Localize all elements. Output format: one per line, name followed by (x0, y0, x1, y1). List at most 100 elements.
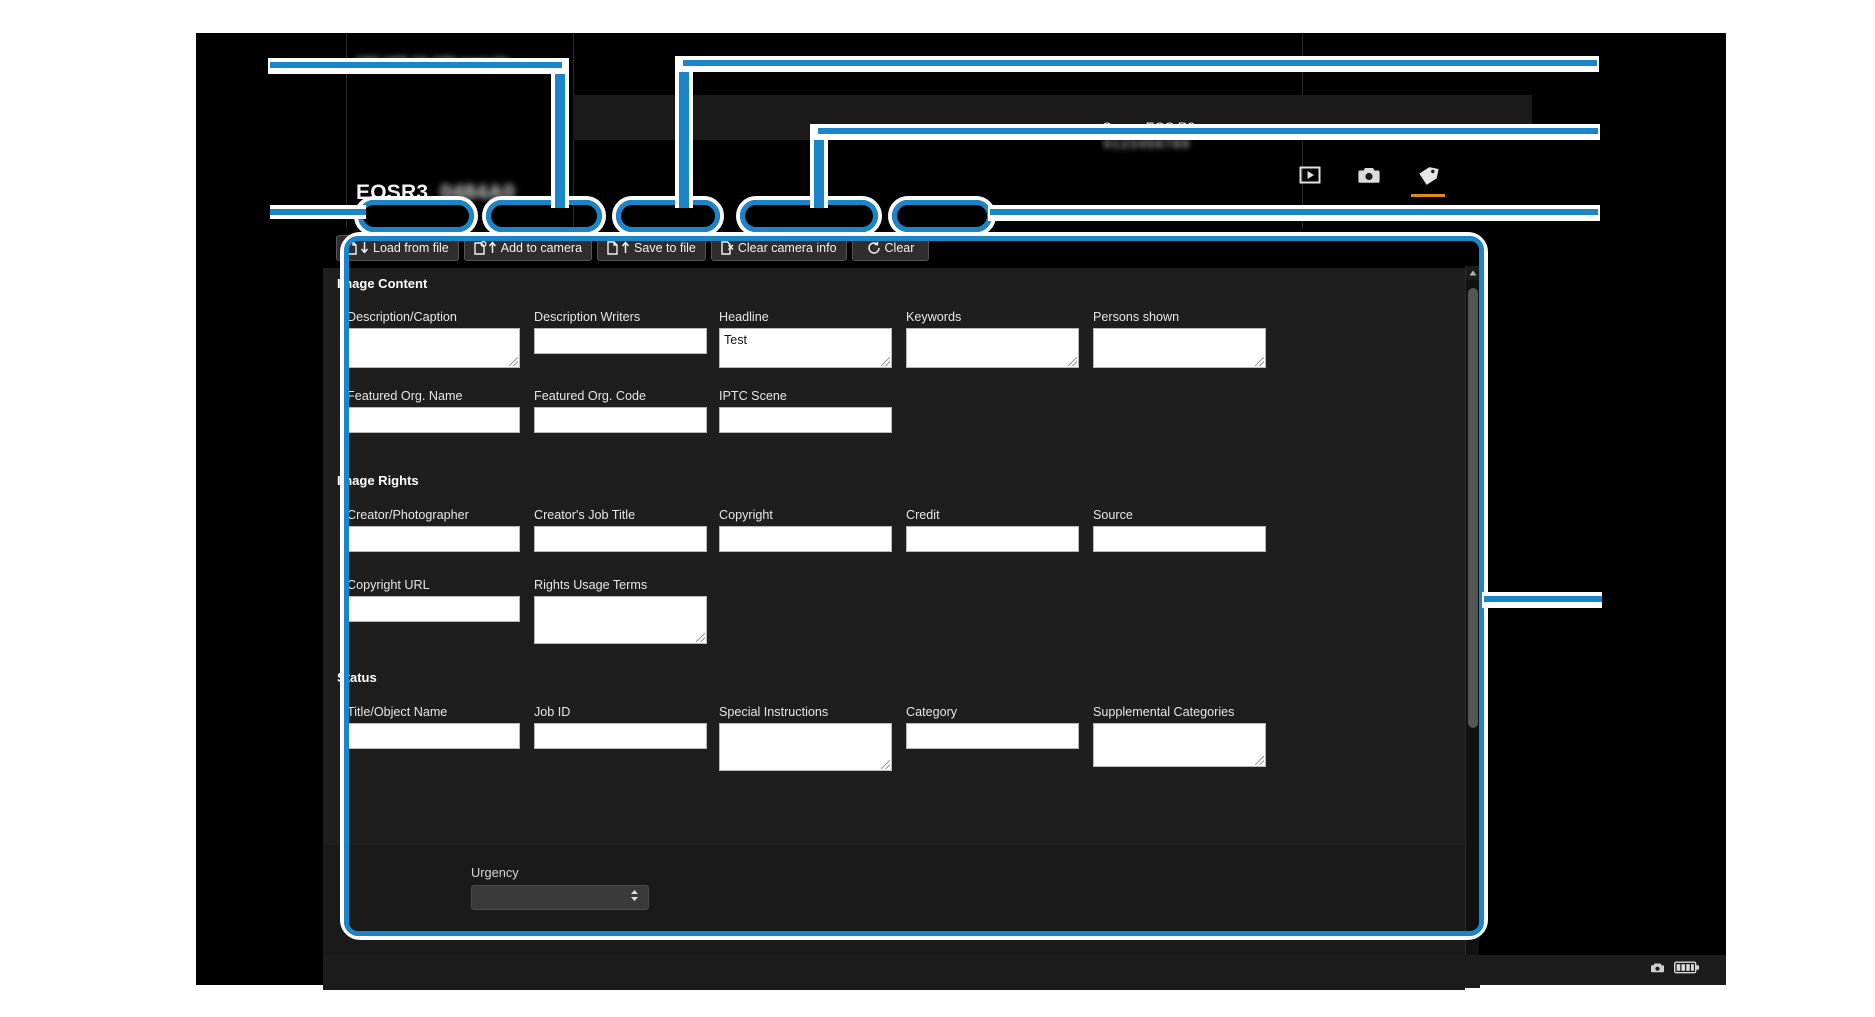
special-instructions-input[interactable] (719, 723, 892, 771)
source-input[interactable] (1093, 526, 1266, 552)
status-row-1: Title/Object Name Job ID Special Instruc… (347, 705, 1448, 771)
field-label: IPTC Scene (719, 389, 787, 403)
callout-outline (888, 196, 996, 236)
creators-job-title-input[interactable] (534, 526, 707, 552)
callout-lead-white (268, 58, 568, 74)
callout-lead-load-from-file (270, 209, 366, 215)
field-featured-org-name: Featured Org. Name (347, 389, 520, 433)
callout-lead-white (679, 56, 1599, 72)
description-writers-input[interactable] (534, 328, 707, 354)
creator-photographer-input[interactable] (347, 526, 520, 552)
description-caption-input[interactable] (347, 328, 520, 368)
shooting-tab[interactable] (1354, 161, 1384, 189)
callout-add-to-camera (486, 200, 602, 232)
image-rights-row-1: Creator/Photographer Creator's Job Title… (347, 508, 1448, 552)
field-label: Special Instructions (719, 705, 829, 719)
callout-outline (612, 196, 724, 236)
field-label: Featured Org. Code (534, 389, 647, 403)
playback-tab[interactable] (1295, 161, 1325, 189)
field-credit: Credit (906, 508, 1079, 552)
callout-lead-white (675, 56, 693, 208)
field-label: Description Writers (534, 310, 641, 324)
field-job-id: Job ID (534, 705, 707, 771)
field-keywords: Keywords (906, 310, 1079, 368)
clear-camera-info-label: Clear camera info (737, 241, 837, 255)
urgency-select[interactable] (471, 885, 649, 910)
field-label: Headline (719, 310, 769, 324)
field-urgency: Urgency (471, 865, 649, 910)
field-label: Creator/Photographer (347, 508, 469, 522)
category-input[interactable] (906, 723, 1079, 749)
copyright-input[interactable] (719, 526, 892, 552)
field-label: Creator's Job Title (534, 508, 636, 522)
field-description-writers: Description Writers (534, 310, 707, 368)
vertical-separator (346, 33, 347, 229)
camera-icon (1358, 168, 1380, 183)
file-up-icon (607, 241, 630, 255)
iptc-scene-input[interactable] (719, 407, 892, 433)
callout-lead-clear (990, 209, 1598, 215)
camera-serial-label: 0123456789 (1104, 137, 1191, 151)
file-up-camera-icon (474, 241, 497, 255)
field-description-caption: Description/Caption (347, 310, 520, 368)
rights-usage-terms-input[interactable] (534, 596, 707, 644)
tag-icon (1419, 167, 1439, 185)
supplemental-categories-input[interactable] (1093, 723, 1266, 767)
field-headline: Headline Test (719, 310, 892, 368)
title-object-name-input[interactable] (347, 723, 520, 749)
callout-clear-camera-info (740, 200, 878, 232)
field-copyright: Copyright (719, 508, 892, 552)
metadata-content: Image Content Description/Caption Descri… (323, 268, 1448, 771)
battery-full-icon (1673, 961, 1700, 979)
field-label: Title/Object Name (347, 705, 448, 719)
callout-clear (892, 200, 992, 232)
featured-org-code-input[interactable] (534, 407, 707, 433)
callout-lead-top-left (270, 62, 562, 68)
field-label: Supplemental Categories (1093, 705, 1235, 719)
field-iptc-scene: IPTC Scene (719, 389, 892, 433)
eos-utility-window: 192.168.10.100 sample EOSR3_0484A0 Canon… (196, 33, 1726, 990)
callout-load-from-file (358, 200, 474, 232)
field-rights-usage-terms: Rights Usage Terms (534, 578, 707, 644)
credit-input[interactable] (906, 526, 1079, 552)
chevron-updown-icon (629, 888, 640, 907)
callout-outline (354, 196, 478, 236)
scrollbar-thumb[interactable] (1468, 288, 1478, 728)
add-to-camera-label: Add to camera (500, 241, 583, 255)
field-label: Category (906, 705, 958, 719)
persons-shown-input[interactable] (1093, 328, 1266, 368)
callout-lead-clear-camera-info (814, 128, 824, 208)
field-label: Keywords (906, 310, 962, 324)
callout-metadata-panel (344, 236, 1484, 936)
camera-tab-bar (1073, 155, 1473, 197)
callout-lead-white (814, 124, 1600, 140)
play-box-icon (1299, 166, 1321, 184)
field-creator-photographer: Creator/Photographer (347, 508, 520, 552)
callout-lead-white (270, 205, 366, 219)
field-source: Source (1093, 508, 1266, 552)
job-id-input[interactable] (534, 723, 707, 749)
metadata-tab[interactable] (1411, 161, 1445, 197)
headline-input[interactable]: Test (719, 328, 892, 368)
callout-lead-add-to-camera (555, 62, 565, 208)
callout-lead-tabs (818, 128, 1598, 134)
field-label: Featured Org. Name (347, 389, 463, 403)
section-title-image-content: Image Content (337, 276, 428, 291)
callout-outline (482, 196, 606, 236)
field-label: Copyright (719, 508, 773, 522)
featured-org-name-input[interactable] (347, 407, 520, 433)
keywords-input[interactable] (906, 328, 1079, 368)
callout-lead-top-right (683, 60, 1597, 66)
image-rights-row-2: Copyright URL Rights Usage Terms (347, 578, 1448, 644)
field-label: Rights Usage Terms (534, 578, 648, 592)
callout-outline (736, 196, 882, 236)
clear-label: Clear (884, 241, 915, 255)
field-creators-job-title: Creator's Job Title (534, 508, 707, 552)
callout-lead-white (551, 58, 569, 208)
section-title-image-rights: Image Rights (337, 473, 419, 488)
field-featured-org-code: Featured Org. Code (534, 389, 707, 433)
scroll-up-icon[interactable] (1466, 266, 1480, 280)
field-persons-shown: Persons shown (1093, 310, 1266, 368)
callout-lead-white (988, 205, 1600, 221)
